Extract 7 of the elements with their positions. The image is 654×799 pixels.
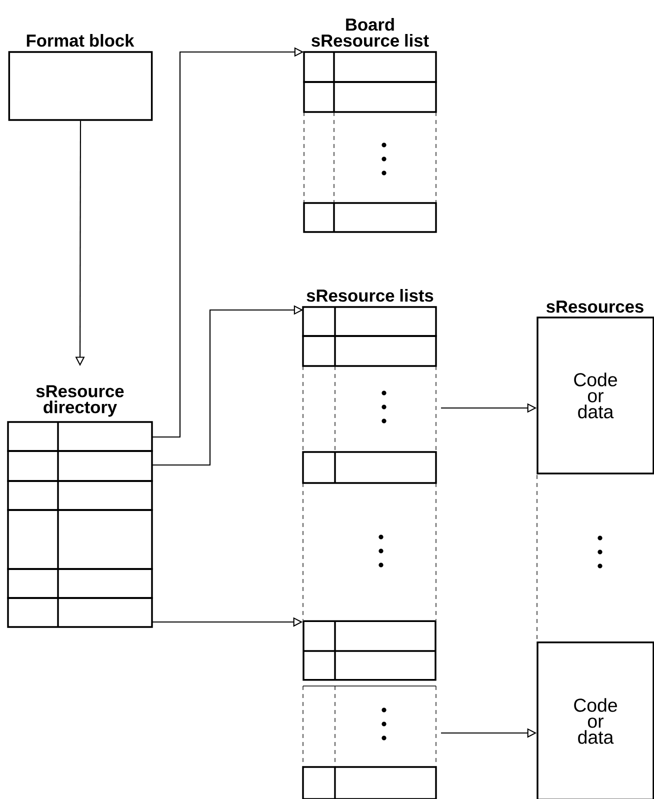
data-box: Code or data — [536, 316, 654, 474]
heading: Format block — [26, 34, 134, 47]
heading: sResource directory — [36, 385, 124, 417]
data-box: Code or data — [536, 641, 654, 799]
heading: Board sResource list — [312, 18, 429, 47]
heading: sResource lists — [306, 289, 434, 302]
heading: sResources — [546, 300, 644, 313]
